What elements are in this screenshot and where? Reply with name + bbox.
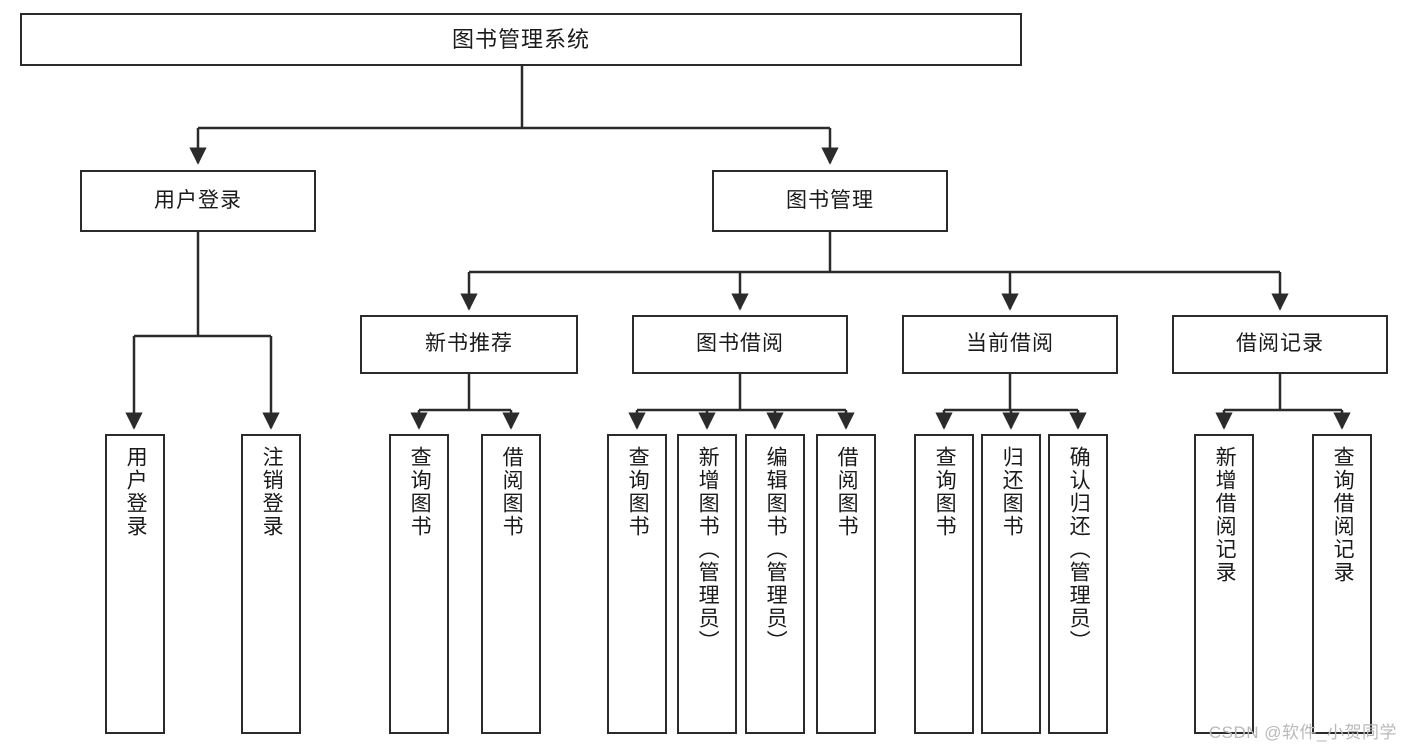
node-book-manage[interactable]: 图书管理 [712, 170, 948, 232]
leaf-logout-login[interactable]: 注销登录 [241, 434, 301, 734]
leaf-query-book-2-label: 查询图书 [626, 446, 650, 538]
node-root-label: 图书管理系统 [451, 26, 590, 52]
leaf-query-record[interactable]: 查询借阅记录 [1312, 434, 1372, 734]
node-book-manage-label: 图书管理 [786, 188, 874, 212]
leaf-query-record-label: 查询借阅记录 [1331, 446, 1355, 584]
node-new-book-recommend[interactable]: 新书推荐 [360, 315, 578, 374]
leaf-query-book-1-label: 查询图书 [408, 446, 432, 538]
leaf-borrow-book-1-label: 借阅图书 [500, 446, 524, 538]
leaf-query-book-2[interactable]: 查询图书 [607, 434, 667, 734]
node-user-login[interactable]: 用户登录 [80, 170, 316, 232]
watermark: CSDN @软件_小贺同学 [1208, 723, 1397, 742]
node-book-borrow-label: 图书借阅 [696, 332, 784, 356]
leaf-query-book-3[interactable]: 查询图书 [914, 434, 974, 734]
leaf-add-record-label: 新增借阅记录 [1213, 446, 1237, 584]
leaf-logout-login-label: 注销登录 [260, 446, 284, 538]
node-current-borrow[interactable]: 当前借阅 [902, 315, 1118, 374]
leaf-edit-book[interactable]: 编辑图书（管理员） [745, 434, 805, 734]
node-borrow-record-label: 借阅记录 [1236, 332, 1324, 356]
leaf-return-book[interactable]: 归还图书 [981, 434, 1041, 734]
node-new-book-recommend-label: 新书推荐 [425, 332, 513, 356]
leaf-borrow-book-2[interactable]: 借阅图书 [816, 434, 876, 734]
leaf-user-login[interactable]: 用户登录 [105, 434, 165, 734]
leaf-return-book-label: 归还图书 [1000, 446, 1024, 538]
leaf-query-book-1[interactable]: 查询图书 [389, 434, 449, 734]
leaf-borrow-book-2-label: 借阅图书 [835, 446, 859, 538]
node-user-login-label: 用户登录 [154, 188, 242, 212]
leaf-query-book-3-label: 查询图书 [933, 446, 957, 538]
leaf-borrow-book-1[interactable]: 借阅图书 [481, 434, 541, 734]
leaf-user-login-label: 用户登录 [124, 446, 148, 538]
leaf-edit-book-label: 编辑图书（管理员） [764, 446, 788, 653]
leaf-add-book[interactable]: 新增图书（管理员） [677, 434, 737, 734]
leaf-add-book-label: 新增图书（管理员） [696, 446, 720, 653]
leaf-confirm-return[interactable]: 确认归还（管理员） [1048, 434, 1108, 734]
leaf-add-record[interactable]: 新增借阅记录 [1194, 434, 1254, 734]
node-borrow-record[interactable]: 借阅记录 [1172, 315, 1388, 374]
node-book-borrow[interactable]: 图书借阅 [632, 315, 848, 374]
leaf-confirm-return-label: 确认归还（管理员） [1067, 446, 1091, 653]
node-root[interactable]: 图书管理系统 [20, 13, 1022, 66]
node-current-borrow-label: 当前借阅 [966, 332, 1054, 356]
